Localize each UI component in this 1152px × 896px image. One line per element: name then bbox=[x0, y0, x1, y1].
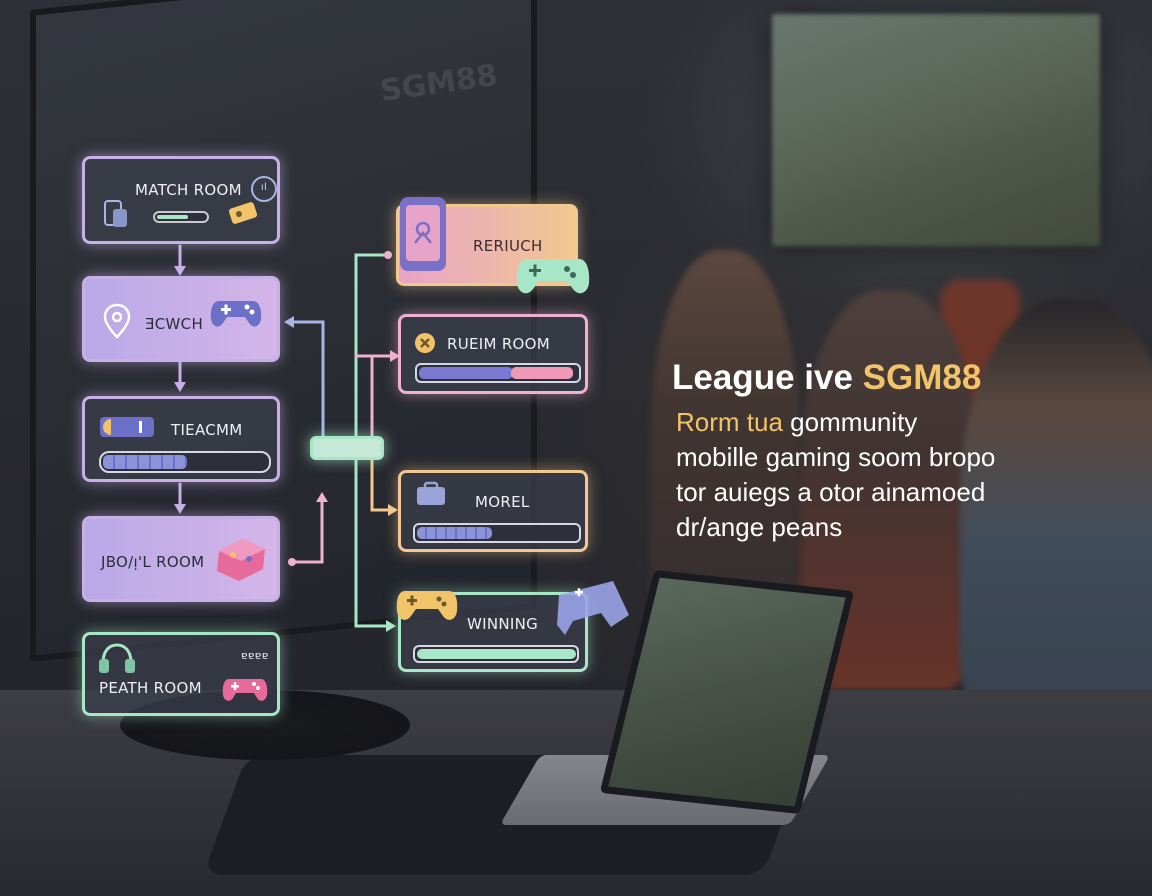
team-progress bbox=[99, 451, 271, 473]
match-room-progress bbox=[153, 211, 209, 223]
gamepad-icon bbox=[209, 293, 263, 337]
hero-line-4: dr/ange peans bbox=[676, 512, 843, 542]
hero-line-1-accent: Rorm tua bbox=[676, 407, 783, 437]
card-rueim-room[interactable]: RUEIM ROOM bbox=[398, 314, 588, 394]
gamepad-icon bbox=[395, 583, 459, 633]
card-label: WINNING bbox=[467, 615, 539, 633]
hero-line-3: tor auiegs a otor ainamoed bbox=[676, 477, 986, 507]
hero-line-2: mobille gaming soom bropo bbox=[676, 442, 996, 472]
card-label: ƎCWCH bbox=[145, 315, 204, 333]
card-winning[interactable]: WINNING bbox=[396, 581, 629, 672]
close-circle-icon bbox=[413, 331, 437, 359]
rueim-progress bbox=[415, 363, 581, 383]
morel-progress bbox=[413, 523, 581, 543]
card-match-room[interactable]: MATCH ROOM ıl bbox=[82, 156, 280, 244]
hero-line-1-rest: gommunity bbox=[782, 407, 918, 437]
hero-line-1: Rorm tua gommunity bbox=[676, 405, 995, 440]
card-search[interactable]: ƎCWCH bbox=[82, 276, 280, 362]
card-job-room[interactable]: JBO/ᴉ'L ROOM bbox=[82, 516, 280, 602]
card-label: RERIUCH bbox=[473, 237, 543, 255]
card-label: JBO/ᴉ'L ROOM bbox=[101, 553, 205, 571]
ticket-icon bbox=[227, 199, 261, 231]
person-right bbox=[960, 300, 1152, 740]
card-path-room[interactable]: ɐɐɐɐ PEATH ROOM bbox=[82, 632, 280, 716]
hub-node[interactable] bbox=[310, 436, 384, 460]
gamepad-icon bbox=[221, 673, 269, 709]
wall-tv bbox=[772, 14, 1100, 246]
card-label: RUEIM ROOM bbox=[447, 335, 550, 353]
handheld-console-icon bbox=[553, 575, 633, 641]
hero-title-brand: SGM88 bbox=[862, 358, 982, 397]
card-morel[interactable]: MOREL bbox=[398, 470, 588, 552]
toggle-icon bbox=[99, 415, 157, 443]
card-label: MATCH ROOM bbox=[135, 181, 242, 199]
path-badge: ɐɐɐɐ bbox=[241, 649, 269, 662]
hero-body: Rorm tua gommunity mobille gaming soom b… bbox=[676, 405, 995, 545]
card-label: PEATH ROOM bbox=[99, 679, 202, 697]
headset-icon bbox=[97, 641, 137, 681]
gamepad-icon bbox=[515, 251, 591, 307]
signal-badge: ıl bbox=[251, 176, 277, 202]
game-cube-icon bbox=[213, 533, 269, 589]
card-team[interactable]: TIEACMM bbox=[82, 396, 280, 482]
winning-progress bbox=[413, 645, 579, 663]
card-research[interactable]: RERIUCH bbox=[396, 197, 590, 294]
phone-icon bbox=[397, 195, 451, 279]
card-label: TIEACMM bbox=[171, 421, 243, 439]
hero-title-prefix: League ive bbox=[672, 358, 863, 397]
card-label: MOREL bbox=[475, 493, 530, 511]
briefcase-icon bbox=[415, 481, 447, 511]
tablet-icon bbox=[103, 199, 129, 235]
location-pin-icon bbox=[103, 303, 131, 343]
hero-title: League ive SGM88 bbox=[672, 358, 981, 398]
